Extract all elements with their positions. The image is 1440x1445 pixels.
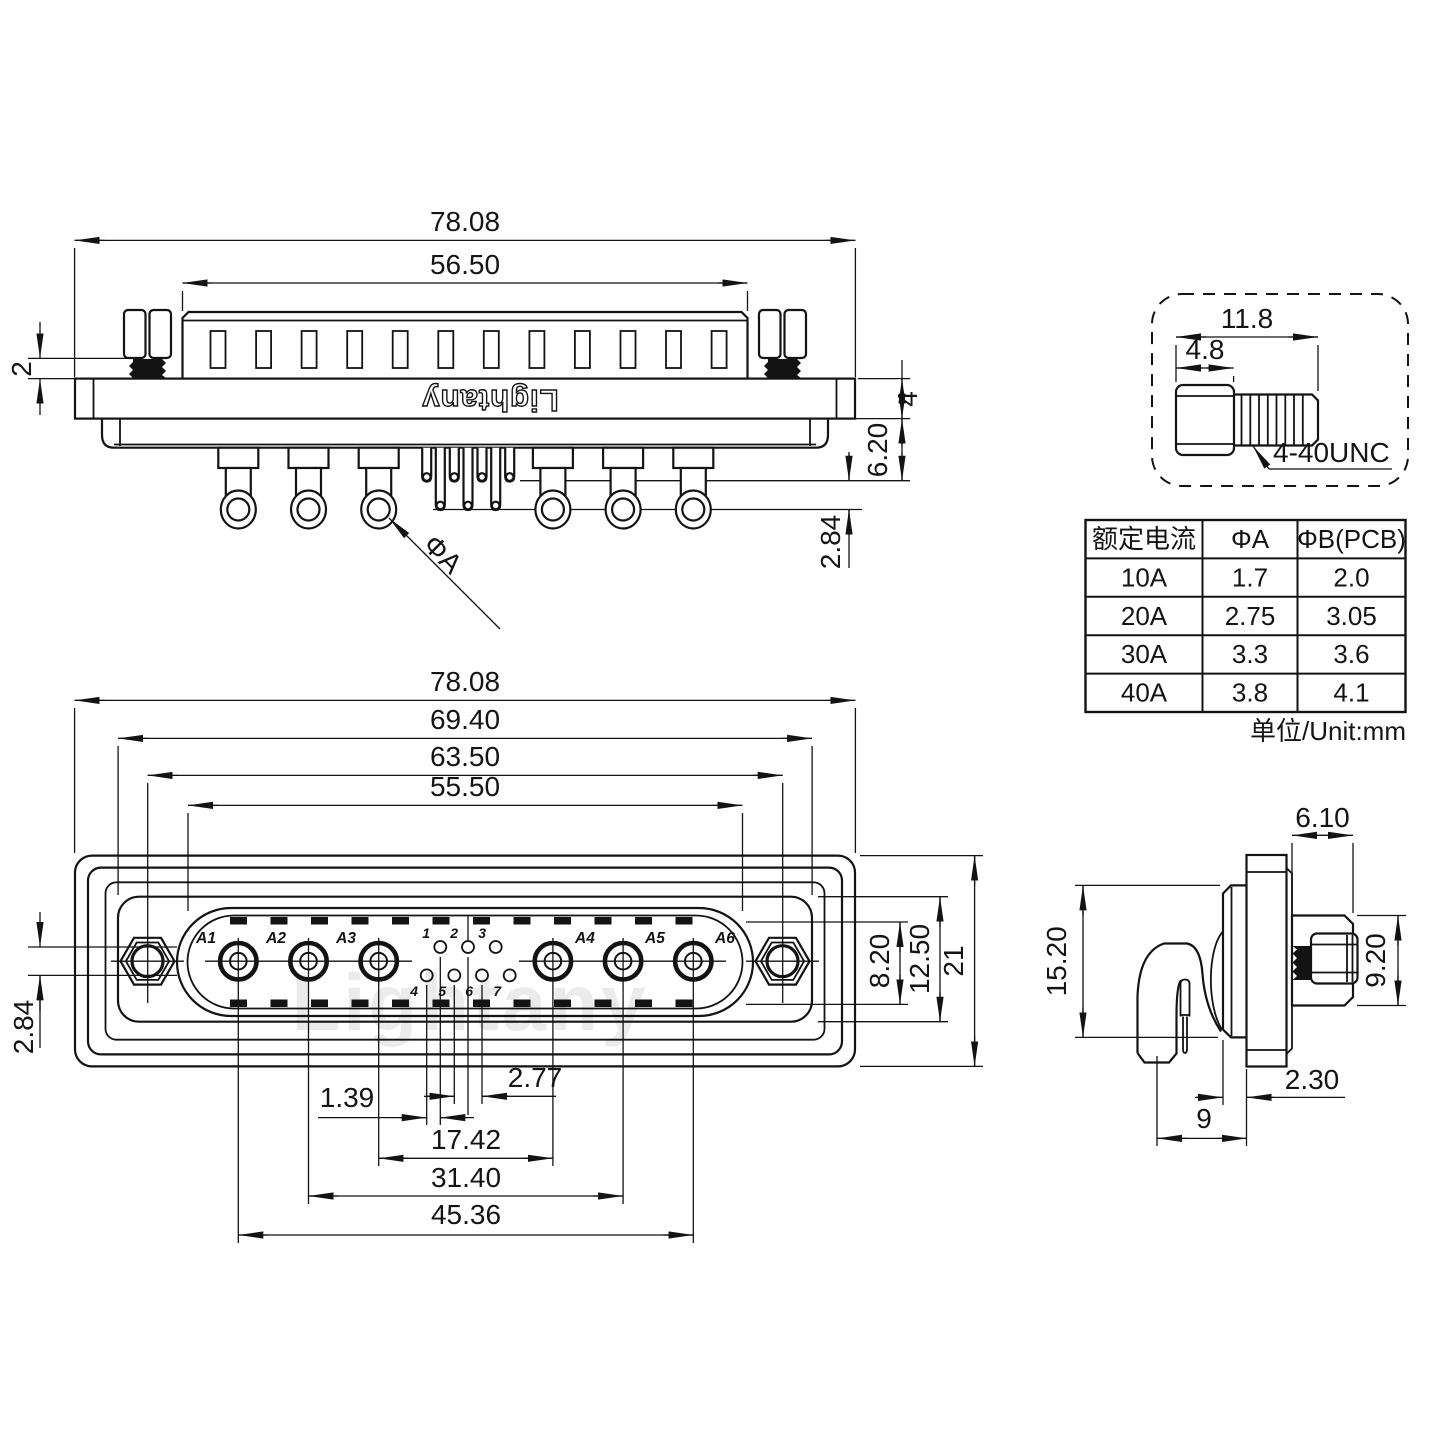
svg-text:4: 4 xyxy=(409,983,418,999)
svg-text:20A: 20A xyxy=(1121,601,1168,631)
svg-text:A6: A6 xyxy=(714,930,735,947)
front-view-dimensions: 78.08 69.40 63.50 55.50 2.84 8.20 xyxy=(8,666,983,1243)
jack-screw-right xyxy=(757,308,808,378)
unit-label: 单位/Unit:mm xyxy=(1250,716,1406,746)
svg-text:3.6: 3.6 xyxy=(1333,639,1369,669)
svg-text:1: 1 xyxy=(422,925,430,941)
brand-logo-mirrored: Lightany xyxy=(421,383,558,418)
svg-text:ΦB(PCB): ΦB(PCB) xyxy=(1297,524,1406,554)
top-view: Lightany ΦA xyxy=(6,206,923,630)
svg-text:A3: A3 xyxy=(335,930,356,947)
svg-text:5: 5 xyxy=(438,983,446,999)
svg-text:4: 4 xyxy=(892,391,923,407)
svg-text:6.20: 6.20 xyxy=(862,423,893,478)
svg-text:1.7: 1.7 xyxy=(1232,562,1268,592)
svg-text:7: 7 xyxy=(493,983,502,999)
svg-text:4.1: 4.1 xyxy=(1333,678,1369,708)
svg-text:17.42: 17.42 xyxy=(431,1124,501,1155)
svg-text:2.84: 2.84 xyxy=(8,1000,39,1055)
spec-table: 额定电流 ΦA ΦB(PCB) 10A 1.7 2.0 20A 2.75 3.0… xyxy=(1084,518,1407,746)
housing-slots xyxy=(209,330,728,369)
svg-text:2.75: 2.75 xyxy=(1225,601,1276,631)
thread-spec-label: 4-40UNC xyxy=(1273,437,1390,468)
svg-text:55.50: 55.50 xyxy=(430,771,500,802)
svg-text:ΦA: ΦA xyxy=(1231,524,1270,554)
signal-pins-front xyxy=(419,940,517,983)
svg-text:21: 21 xyxy=(938,945,969,976)
svg-text:2.84: 2.84 xyxy=(815,515,846,570)
svg-text:2: 2 xyxy=(449,925,458,941)
jack-screw-left xyxy=(122,308,173,378)
svg-text:2: 2 xyxy=(6,361,37,377)
svg-text:6.10: 6.10 xyxy=(1295,802,1350,833)
svg-text:56.50: 56.50 xyxy=(430,249,500,280)
svg-text:9: 9 xyxy=(1196,1103,1212,1134)
power-pins-top xyxy=(217,446,715,530)
svg-text:12.50: 12.50 xyxy=(904,924,935,994)
svg-text:9.20: 9.20 xyxy=(1360,933,1391,988)
svg-text:30A: 30A xyxy=(1121,639,1168,669)
svg-text:3.8: 3.8 xyxy=(1232,678,1268,708)
svg-text:A1: A1 xyxy=(195,930,216,947)
svg-text:3: 3 xyxy=(478,925,486,941)
signal-pins-top xyxy=(421,447,516,512)
side-view: 6.10 9.20 15.20 2.30 9 xyxy=(1041,802,1406,1146)
svg-text:10A: 10A xyxy=(1121,562,1168,592)
svg-text:15.20: 15.20 xyxy=(1041,926,1072,996)
svg-text:69.40: 69.40 xyxy=(430,704,500,735)
front-view: A1 A2 A3 A4 A5 A6 1 2 3 4 5 6 7 78.08 69… xyxy=(8,666,983,1243)
svg-text:3.05: 3.05 xyxy=(1326,601,1377,631)
svg-text:63.50: 63.50 xyxy=(430,741,500,772)
svg-text:8.20: 8.20 xyxy=(864,934,895,989)
svg-text:A5: A5 xyxy=(644,930,665,947)
svg-text:31.40: 31.40 xyxy=(431,1162,501,1193)
top-view-dimensions: 78.08 56.50 2 4 6.20 2.84 xyxy=(6,206,923,569)
svg-text:额定电流: 额定电流 xyxy=(1092,524,1196,554)
svg-text:1.39: 1.39 xyxy=(320,1082,375,1113)
svg-text:6: 6 xyxy=(465,983,473,999)
svg-text:3.3: 3.3 xyxy=(1232,639,1268,669)
svg-text:2.30: 2.30 xyxy=(1285,1064,1340,1095)
svg-text:A4: A4 xyxy=(574,930,595,947)
svg-text:4.8: 4.8 xyxy=(1186,334,1225,365)
svg-text:A2: A2 xyxy=(265,930,286,947)
svg-text:11.8: 11.8 xyxy=(1221,303,1273,334)
svg-text:2.0: 2.0 xyxy=(1333,562,1369,592)
svg-text:40A: 40A xyxy=(1121,678,1168,708)
screw-detail: 11.8 4.8 4-40UNC xyxy=(1151,293,1409,487)
svg-text:2.77: 2.77 xyxy=(508,1062,563,1093)
svg-text:78.08: 78.08 xyxy=(430,666,500,697)
svg-text:78.08: 78.08 xyxy=(430,206,500,237)
svg-text:45.36: 45.36 xyxy=(431,1199,501,1230)
